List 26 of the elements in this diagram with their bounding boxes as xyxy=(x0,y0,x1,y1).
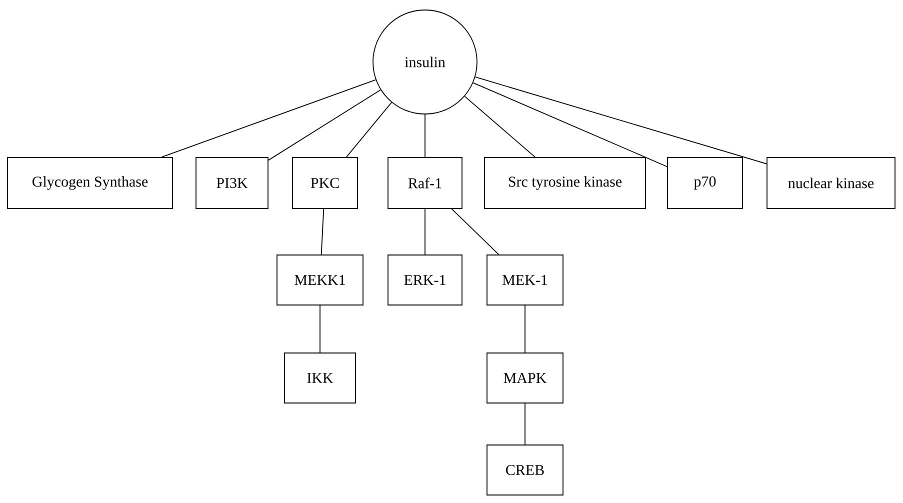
connector-line xyxy=(451,208,500,255)
process-box: CREB xyxy=(486,444,564,496)
connector-line xyxy=(464,96,536,158)
process-box: MEK-1 xyxy=(486,254,564,306)
process-box: p70 xyxy=(667,157,743,209)
process-box: Glycogen Synthase xyxy=(7,157,173,209)
connector-line xyxy=(524,305,526,353)
process-box: MEKK1 xyxy=(276,254,364,306)
process-box: Src tyrosine kinase xyxy=(484,157,646,209)
connector-line xyxy=(320,208,324,255)
connector-line xyxy=(346,102,392,158)
circle-node: insulin xyxy=(372,10,478,114)
connector-line xyxy=(472,82,668,168)
process-box: MAPK xyxy=(486,352,564,404)
process-box: IKK xyxy=(284,352,356,404)
process-box: PI3K xyxy=(196,157,268,209)
connector-line xyxy=(161,79,376,158)
process-box: ERK-1 xyxy=(388,254,462,306)
connector-line xyxy=(268,89,382,161)
connector-line xyxy=(474,76,767,164)
connector-line xyxy=(424,114,426,158)
process-box: Raf-1 xyxy=(388,157,462,209)
process-box: PKC xyxy=(292,157,358,209)
process-box: nuclear kinase xyxy=(766,157,896,209)
connector-line xyxy=(524,403,526,445)
connector-line xyxy=(424,208,426,255)
